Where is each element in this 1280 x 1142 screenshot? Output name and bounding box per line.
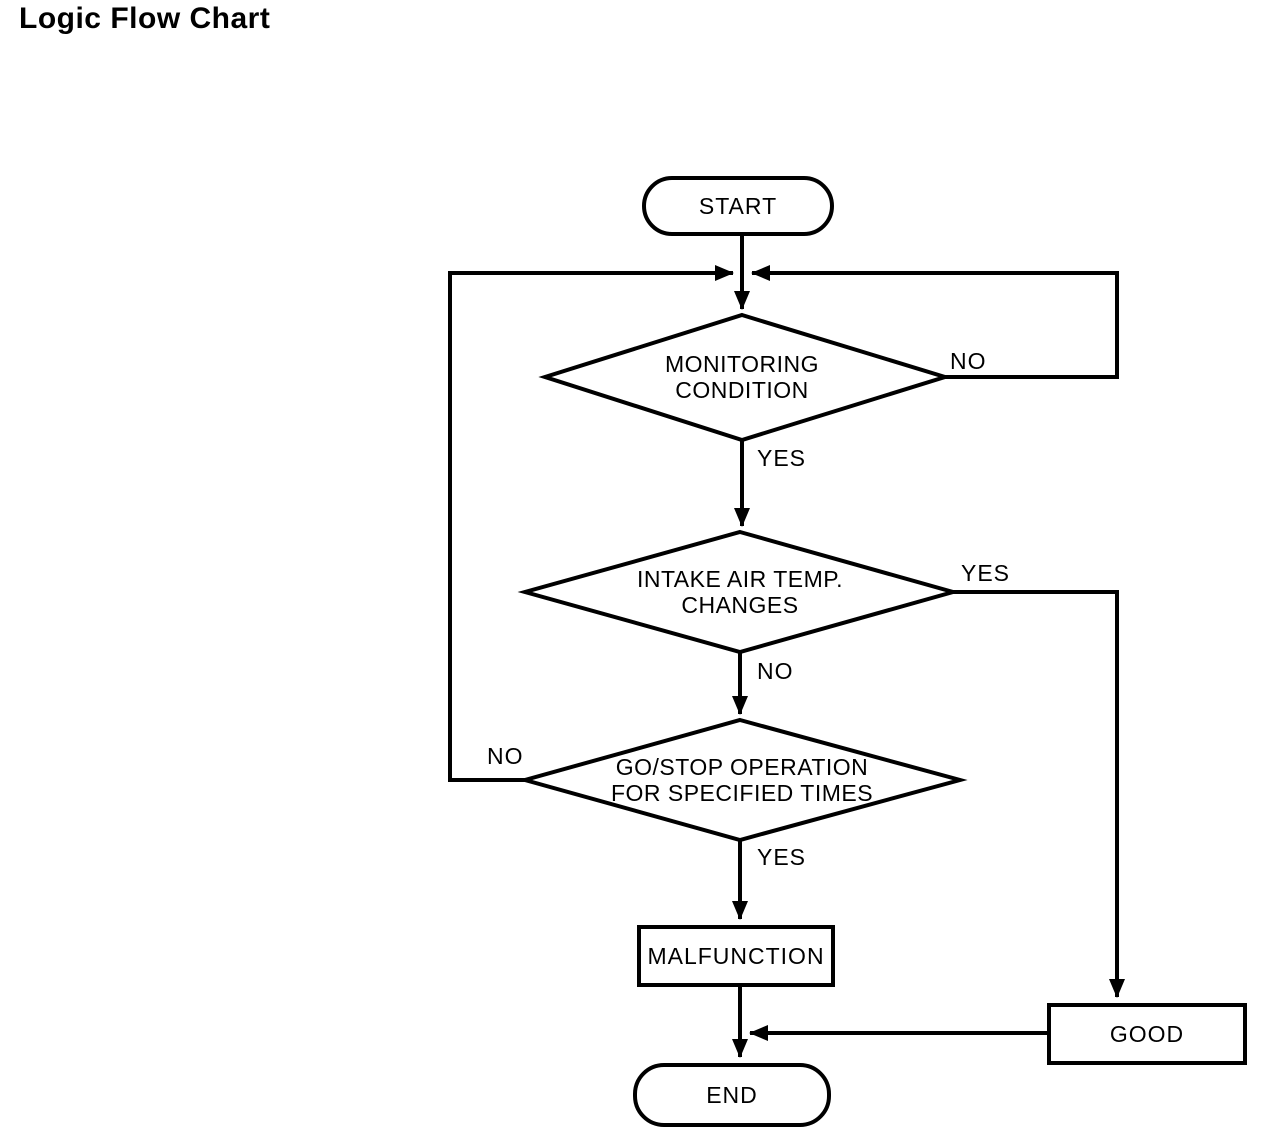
decision-monitoring-label: MONITORING CONDITION (664, 350, 820, 403)
edge-intake-yes (953, 590, 1125, 998)
node-start-label: START (698, 192, 778, 219)
page-title: Logic Flow Chart (19, 2, 271, 35)
decision-intake-shape (517, 529, 961, 655)
node-good-label: GOOD (1109, 1020, 1185, 1047)
node-malfunction-label: MALFUNCTION (647, 942, 825, 969)
label-monitoring-yes: YES (757, 445, 807, 471)
decision-gostop-label: GO/STOP OPERATION FOR SPECIFIED TIMES (610, 753, 874, 806)
label-gostop-no: NO (487, 743, 524, 769)
decision-monitoring-shape (538, 312, 952, 443)
edge-gostop-no-loop (448, 265, 734, 782)
edge-monitoring-no-loop (751, 265, 1119, 379)
node-good: GOOD (1047, 1003, 1247, 1065)
decision-intake-label: INTAKE AIR TEMP. CHANGES (636, 565, 844, 618)
label-monitoring-no: NO (950, 348, 987, 374)
label-intake-yes: YES (961, 560, 1011, 586)
node-end-label: END (706, 1081, 758, 1108)
label-gostop-yes: YES (757, 844, 807, 870)
label-intake-no: NO (757, 658, 794, 684)
node-end: END (633, 1063, 831, 1127)
node-malfunction: MALFUNCTION (637, 925, 835, 987)
node-start: START (642, 176, 834, 236)
decision-gostop-shape (517, 717, 968, 843)
